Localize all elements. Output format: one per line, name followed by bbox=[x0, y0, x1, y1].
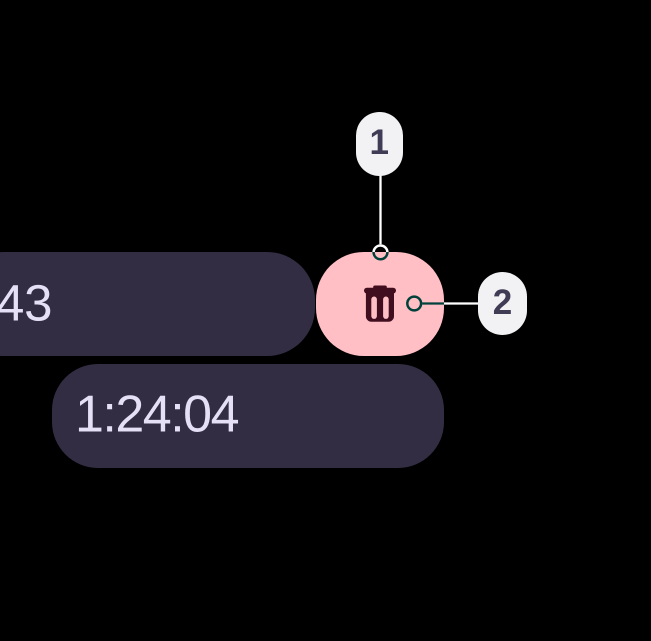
annotation-badge-2-label: 2 bbox=[492, 282, 513, 322]
time-chip: 1:24:04 bbox=[52, 364, 444, 468]
annotation-badge-1-label: 1 bbox=[369, 122, 389, 162]
annotation-badge-1: 1 bbox=[355, 111, 403, 176]
lap-chip-value: 43 bbox=[0, 274, 53, 332]
lap-chip: 43 bbox=[0, 252, 315, 356]
trash-icon bbox=[364, 285, 396, 322]
trash-icon-slots bbox=[371, 296, 389, 319]
trash-icon-body bbox=[364, 285, 396, 322]
annotation-badge-2: 2 bbox=[478, 272, 527, 335]
delete-button[interactable] bbox=[316, 252, 444, 356]
time-chip-value: 1:24:04 bbox=[75, 385, 240, 444]
